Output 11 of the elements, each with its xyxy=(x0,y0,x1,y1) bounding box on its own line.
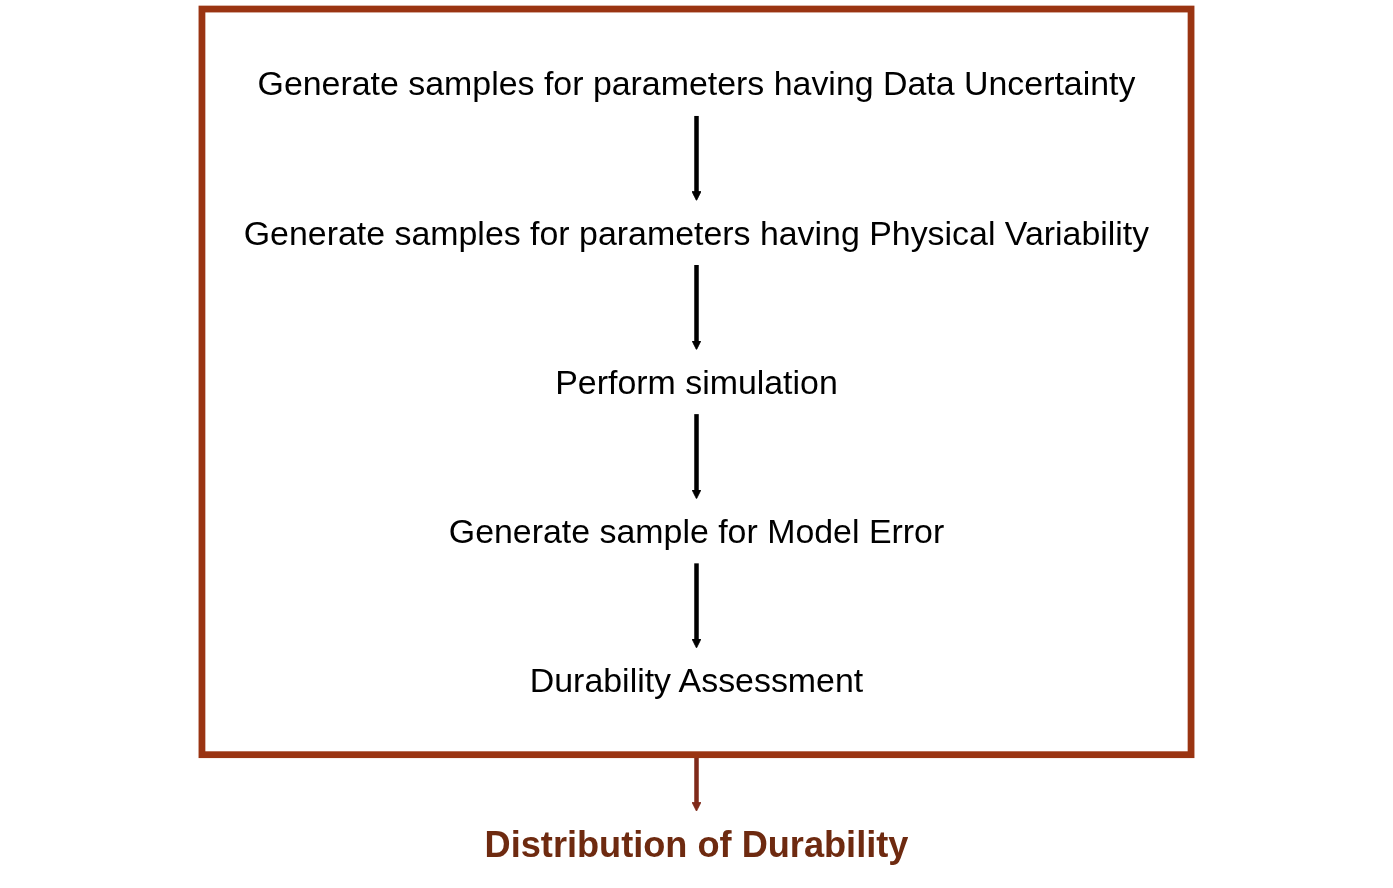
cluster xyxy=(198,5,1195,759)
node-text: Durability Assessment xyxy=(529,661,864,699)
arrow xyxy=(691,264,702,351)
arrow xyxy=(691,414,702,500)
arrow xyxy=(691,563,702,649)
node-text: Distribution of Durability xyxy=(484,824,909,866)
arrow xyxy=(691,115,702,201)
node-text: Generate samples for parameters having Physical Variability xyxy=(243,214,1150,252)
node-text: Generate sample for Model Error xyxy=(448,512,945,550)
node-text: Perform simulation xyxy=(555,363,838,401)
node-text: Generate samples for parameters having Data Uncertainty xyxy=(257,64,1136,103)
